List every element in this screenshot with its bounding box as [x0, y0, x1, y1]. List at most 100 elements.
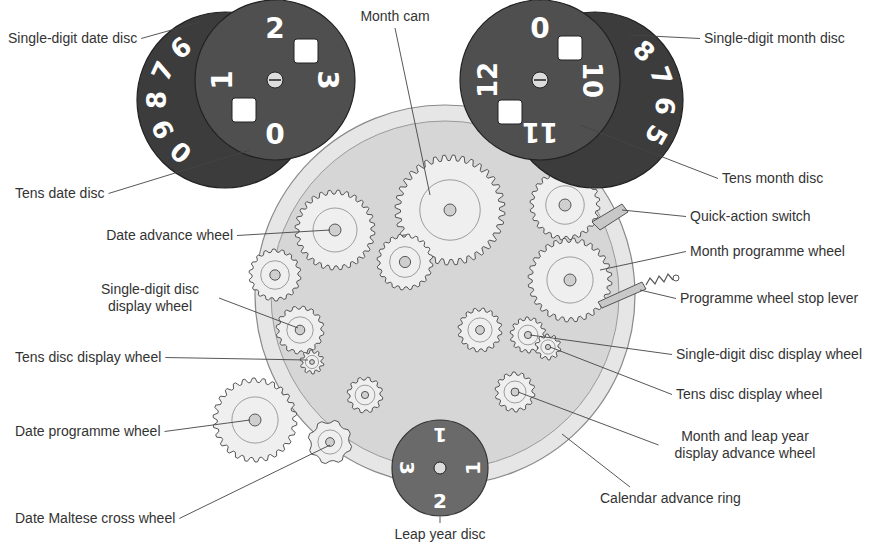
gear-rim	[313, 208, 357, 252]
gear-train	[213, 155, 612, 464]
screw	[361, 391, 368, 398]
part-label: Date programme wheel	[15, 423, 161, 440]
disc-numeral: 0	[265, 118, 284, 146]
part-label: Date advance wheel	[106, 227, 233, 244]
leader-line	[395, 28, 430, 195]
part-label: Single-digit disc display wheel	[85, 281, 215, 315]
gear	[300, 350, 324, 374]
gear	[528, 238, 612, 322]
leader-line	[630, 35, 700, 39]
tens-month-disc	[460, 0, 620, 160]
disc-window	[232, 98, 256, 122]
gear	[347, 377, 383, 413]
disc-numeral: 0	[166, 136, 197, 168]
disc-numeral: 1	[463, 461, 483, 475]
gear	[495, 372, 535, 412]
gear-rim	[232, 397, 278, 443]
disc-numeral: 12	[475, 62, 501, 98]
disc-numeral: 0	[530, 15, 549, 43]
disc-numeral: 2	[265, 15, 284, 43]
part-label: Tens disc display wheel	[676, 386, 822, 403]
disc-numeral: 3	[397, 461, 417, 475]
gear-rim	[547, 257, 593, 303]
gear-rim	[468, 318, 492, 342]
part-label: Single-digit month disc	[704, 30, 845, 47]
disc-numeral: 8	[144, 91, 170, 109]
gear-rim	[546, 186, 585, 225]
part-label: Month and leap year display advance whee…	[663, 428, 828, 462]
gear	[458, 308, 502, 352]
screw	[249, 414, 261, 426]
disc-numeral: 11	[522, 119, 558, 145]
disc-numeral: 7	[646, 63, 677, 89]
leader-line	[530, 335, 672, 355]
leader-line	[640, 290, 676, 299]
part-label: Date Maltese cross wheel	[15, 510, 175, 527]
disc-numeral: 3	[313, 70, 341, 89]
leader-line	[165, 420, 251, 432]
leader-line	[440, 517, 441, 523]
gear	[213, 378, 297, 462]
part-label: Month programme wheel	[690, 243, 845, 260]
part-label: Programme wheel stop lever	[680, 290, 858, 307]
leap-year-disc	[392, 420, 488, 516]
quick-action-switch	[592, 204, 628, 230]
leader-line	[518, 392, 659, 445]
disc-numeral: 8	[628, 35, 659, 66]
gear-rim	[261, 261, 290, 290]
disc-window	[558, 36, 582, 60]
screw	[559, 199, 571, 211]
gear-rim	[518, 325, 538, 345]
disc-window	[498, 100, 522, 124]
gear	[295, 190, 375, 270]
gear-rim	[504, 381, 526, 403]
part-label: Tens disc display wheel	[15, 349, 161, 366]
gear-rim	[355, 385, 375, 405]
screw	[434, 462, 446, 474]
gear-rim	[305, 355, 318, 368]
gear	[249, 249, 301, 301]
screw	[564, 274, 576, 286]
disc-numeral: 6	[651, 96, 678, 116]
disc-numeral: 2	[433, 491, 447, 511]
screw	[267, 72, 283, 88]
screw	[444, 204, 456, 216]
gear-rim	[318, 430, 342, 454]
screw	[295, 325, 305, 335]
gear	[377, 234, 433, 290]
leader-line	[562, 434, 630, 487]
tens-date-disc	[195, 0, 355, 160]
gear-rim	[541, 340, 555, 354]
stop-lever	[598, 274, 679, 308]
gear	[308, 420, 351, 463]
disc-numeral: 9	[147, 115, 178, 142]
screw	[532, 72, 548, 88]
part-label: Leap year disc	[394, 526, 485, 543]
leader-line	[219, 298, 298, 328]
disc-window	[294, 39, 318, 63]
screw	[270, 270, 280, 280]
disc-numeral: 6	[166, 32, 197, 64]
screw	[545, 344, 550, 349]
gear-rim	[390, 247, 421, 278]
part-label: Tens month disc	[722, 170, 823, 187]
leader-line	[165, 358, 308, 361]
part-label: Quick-action switch	[690, 208, 811, 225]
disc-numeral: 10	[579, 62, 605, 98]
disc-numeral: 5	[640, 121, 672, 150]
part-label: Month cam	[360, 8, 429, 25]
screw	[511, 388, 519, 396]
screw	[476, 326, 485, 335]
leader-line	[141, 22, 200, 39]
disc-numeral: 7	[147, 57, 178, 84]
screw	[310, 360, 315, 365]
screw	[399, 256, 410, 267]
part-label: Calendar advance ring	[600, 490, 741, 507]
disc-numeral: 1	[433, 425, 447, 445]
leader-line	[622, 210, 686, 217]
part-label: Single-digit disc display wheel	[676, 346, 862, 363]
gear-rim	[287, 317, 313, 343]
leader-line	[179, 445, 330, 519]
